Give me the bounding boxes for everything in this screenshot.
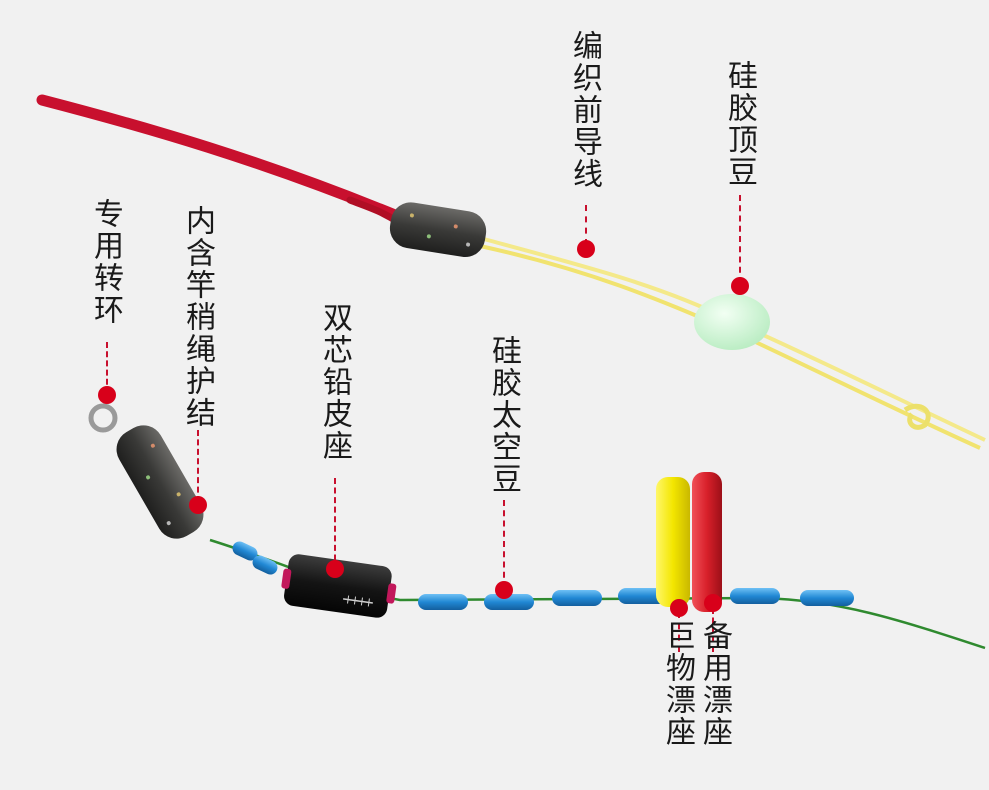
double-core-lead-seat	[281, 554, 397, 618]
label-lead-seat: 双芯铅皮座	[317, 302, 352, 462]
leader-top-bean	[739, 195, 741, 283]
label-space-bean: 硅胶太空豆	[486, 335, 521, 495]
swivel-ring	[88, 403, 118, 433]
leader-rod-tip	[197, 430, 199, 502]
marker-dot-lead-seat	[326, 560, 344, 578]
blue-space-bean	[484, 594, 534, 610]
blue-space-bean	[418, 594, 468, 610]
label-braided-leader: 编织前导线	[567, 30, 602, 190]
blue-space-bean	[232, 541, 258, 561]
leader-spare-float	[712, 608, 714, 652]
yellow-leader-loop	[903, 403, 931, 430]
leader-braided	[585, 205, 587, 245]
marker-dot-braided-leader	[577, 240, 595, 258]
blue-space-bean	[618, 588, 668, 604]
marker-dot-swivel	[98, 386, 116, 404]
marker-dot-spare-float-seat	[704, 594, 722, 612]
blue-space-bean	[252, 555, 278, 575]
label-giant-float-seat: 巨物漂座	[660, 620, 695, 748]
blue-space-bean	[800, 590, 854, 606]
glow-silicone-bean	[694, 294, 770, 350]
red-cord	[36, 94, 401, 221]
lower-sleeve	[116, 425, 204, 539]
label-spare-float-seat: 备用漂座	[697, 620, 732, 748]
leader-lead-seat	[334, 478, 336, 570]
blue-space-bean	[730, 588, 780, 604]
leader-swivel	[106, 342, 108, 394]
label-silicone-top-bean: 硅胶顶豆	[722, 60, 757, 188]
marker-dot-rod-tip-knot	[189, 496, 207, 514]
yellow-giant-float-seat	[656, 477, 690, 607]
blue-space-bean	[552, 590, 602, 606]
marker-dot-giant-float-seat	[670, 599, 688, 617]
label-rod-tip-knot: 内含竿稍绳护结	[180, 205, 215, 429]
marker-dot-top-bean	[731, 277, 749, 295]
leader-giant-float	[678, 612, 680, 652]
leader-space-bean	[503, 500, 505, 588]
red-spare-float-seat	[692, 472, 722, 612]
label-swivel: 专用转环	[88, 198, 123, 326]
marker-dot-space-bean	[495, 581, 513, 599]
rod-tip-sleeve	[389, 202, 487, 258]
